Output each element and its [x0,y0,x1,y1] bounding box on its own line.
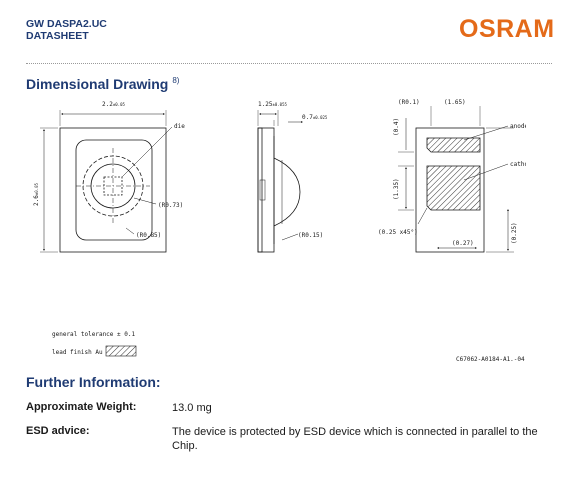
dimension-04-label: (0.4) [393,118,400,136]
radius-073-label: (R0.73) [158,202,183,209]
bottom-view [398,106,514,253]
further-information-title: Further Information: [26,374,161,390]
lead-finish-swatch [105,345,137,357]
product-name: GW DASPA2.UC [26,18,107,30]
osram-logo: OSRAM [459,15,555,43]
die-label: die [174,123,185,130]
radius-01-label: (R0.1) [398,99,420,106]
drawing-code: C67062-A0184-A1.-04 [456,356,525,363]
radius-085-label: (R0.85) [136,232,161,239]
cathode-label: cathode [510,161,526,168]
lead-finish-note: lead finish Au [52,349,103,356]
document-type: DATASHEET [26,30,89,42]
chamfer-label: (0.25 x45°) [378,229,418,236]
width-dimension: 2.2±0.05 [102,101,125,108]
footnote-marker: 8) [172,76,180,86]
radius-015-label: (R0.15) [298,232,323,239]
esd-label: ESD advice: [26,425,90,437]
dimensional-drawing-heading: Dimensional Drawing [26,76,169,92]
header-divider [26,63,552,64]
weight-label: Approximate Weight: [26,401,137,413]
dimension-027-label: (0.27) [452,240,474,247]
thickness-dimension: 1.25±0.055 [258,101,287,108]
general-tolerance-note: general tolerance ± 0.1 [52,331,135,338]
lens-dimension: 0.7±0.025 [302,114,328,121]
dimension-135-label: (1.35) [393,178,400,200]
side-view [257,110,303,253]
dimension-165-label: (1.65) [444,99,466,106]
dimension-025-label: (0.25) [511,222,518,244]
weight-value: 13.0 mg [172,402,212,414]
top-view [40,110,173,253]
dimensional-drawing: 2.2±0.05 2.6±0.05 die (R0.73) (R0.85) 1.… [33,99,526,363]
anode-label: anode [510,123,526,130]
height-dimension: 2.6±0.05 [33,183,40,206]
esd-value: The device is protected by ESD device wh… [172,426,538,452]
